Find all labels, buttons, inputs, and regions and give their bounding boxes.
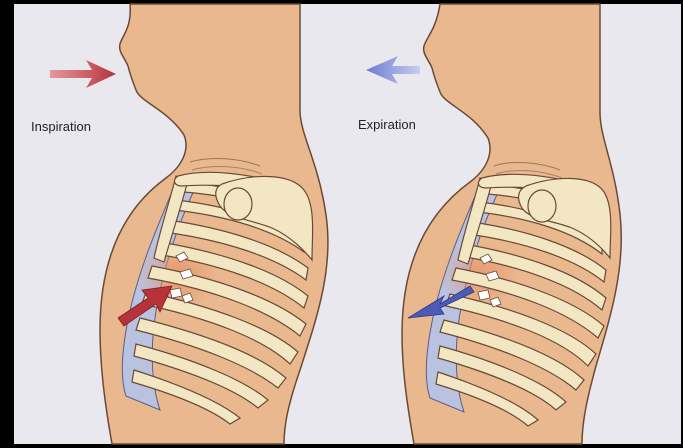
inspiration-label: Inspiration bbox=[31, 119, 91, 134]
expiration-label: Expiration bbox=[358, 117, 416, 132]
